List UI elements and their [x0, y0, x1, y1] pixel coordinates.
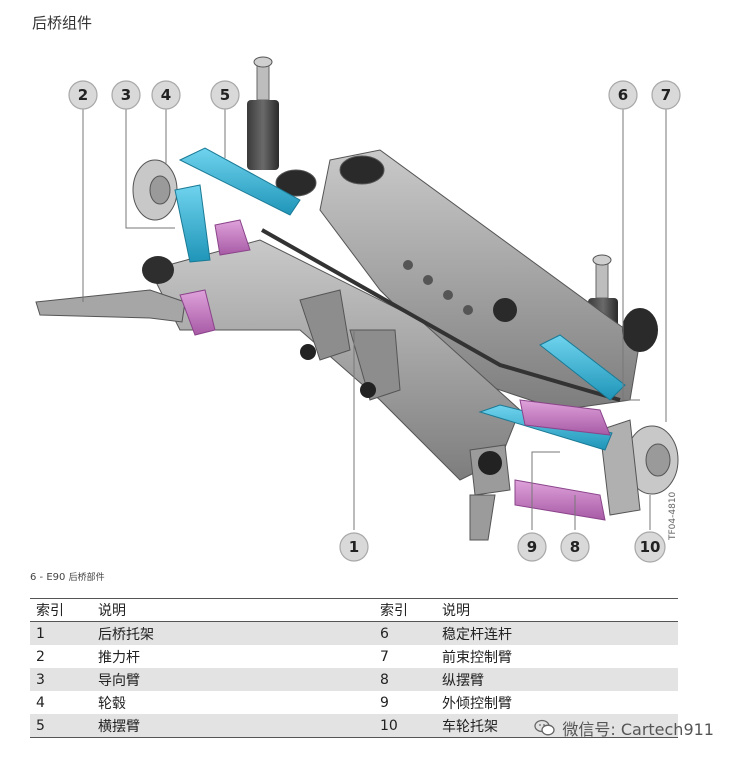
cell-index: 9 [380, 694, 389, 711]
cell-index: 4 [36, 694, 45, 711]
header-index-1: 索引 [30, 598, 92, 622]
trailing-arms-pink [179, 219, 611, 521]
thrust-rod [35, 256, 186, 323]
cell-index: 5 [30, 714, 92, 738]
watermark-text: 微信号: Cartech911 [562, 720, 714, 739]
table-row: 2 推力杆 7 前束控制臂 [30, 645, 678, 668]
callout-6: 6 [608, 80, 638, 110]
svg-text:9: 9 [527, 538, 537, 556]
page-title: 后桥组件 [32, 14, 93, 32]
cell-index: 2 [36, 648, 45, 665]
table-row: 5 横摆臂 10 车轮托架 [30, 714, 678, 738]
table-row: 1 后桥托架 6 稳定杆连杆 [30, 621, 678, 645]
cell-desc: 后桥托架 [92, 621, 374, 645]
cell-index: 3 [30, 668, 92, 691]
cell-index: 6 [374, 621, 436, 645]
stabilizer-bar [261, 228, 621, 402]
svg-text:10: 10 [640, 538, 661, 556]
leader-lines [82, 108, 667, 530]
wechat-icon [534, 719, 556, 736]
caption-text: 后桥部件 [68, 573, 105, 583]
cell-desc: 轮毂 [98, 695, 126, 712]
callout-5: 5 [210, 80, 240, 110]
cell-index: 1 [30, 621, 92, 645]
table-row: 4 轮毂 9 外倾控制臂 [30, 691, 678, 714]
svg-text:5: 5 [220, 86, 230, 104]
left-shock-absorber [247, 56, 279, 170]
table-row: 3 导向臂 8 纵摆臂 [30, 668, 678, 691]
callout-4: 4 [151, 80, 181, 110]
header-index-2: 索引 [374, 598, 436, 622]
cell-desc: 前束控制臂 [442, 649, 512, 666]
right-wheel-carrier [599, 419, 679, 516]
table-header-row: 索引 说明 索引 说明 [30, 598, 678, 622]
figure-code: TF04-4810 [668, 491, 678, 540]
svg-text:1: 1 [349, 538, 359, 556]
svg-text:8: 8 [570, 538, 580, 556]
cell-index: 8 [374, 668, 436, 691]
cell-desc: 横摆臂 [92, 714, 374, 738]
figure-caption: 6 - E90 后桥部件 [30, 570, 105, 583]
cell-desc: 纵摆臂 [436, 668, 678, 691]
svg-text:7: 7 [661, 86, 671, 104]
cell-desc: 导向臂 [92, 668, 374, 691]
header-desc-1: 说明 [92, 598, 374, 622]
parts-legend-table: 索引 说明 索引 说明 1 后桥托架 6 稳定杆连杆 2 推力杆 7 前束控制臂… [30, 598, 678, 738]
svg-text:3: 3 [121, 86, 131, 104]
cell-index: 10 [374, 714, 436, 738]
callout-9: 9 [517, 532, 547, 562]
wechat-watermark: 微信号: Cartech911 [534, 716, 714, 740]
callout-2: 2 [68, 80, 98, 110]
cell-desc: 外倾控制臂 [442, 695, 512, 712]
cell-desc: 推力杆 [98, 649, 140, 666]
left-wheel-hub [132, 159, 178, 221]
header-desc-2: 说明 [436, 598, 678, 622]
svg-text:2: 2 [78, 86, 88, 104]
callout-1: 1 [339, 532, 369, 562]
subframe-bushings [469, 444, 511, 541]
cell-desc: 稳定杆连杆 [436, 621, 678, 645]
callout-3: 3 [111, 80, 141, 110]
cell-desc: 车轮托架 [436, 714, 678, 738]
svg-text:4: 4 [161, 86, 171, 104]
svg-text:6: 6 [618, 86, 628, 104]
cell-index: 7 [380, 648, 389, 665]
callout-10: 10 [634, 531, 666, 563]
callout-7: 7 [651, 80, 681, 110]
callout-8: 8 [560, 532, 590, 562]
caption-prefix: 6 - E90 [30, 572, 66, 583]
rear-axle-illustration: 2 3 4 5 6 7 1 9 8 10 [35, 56, 681, 563]
